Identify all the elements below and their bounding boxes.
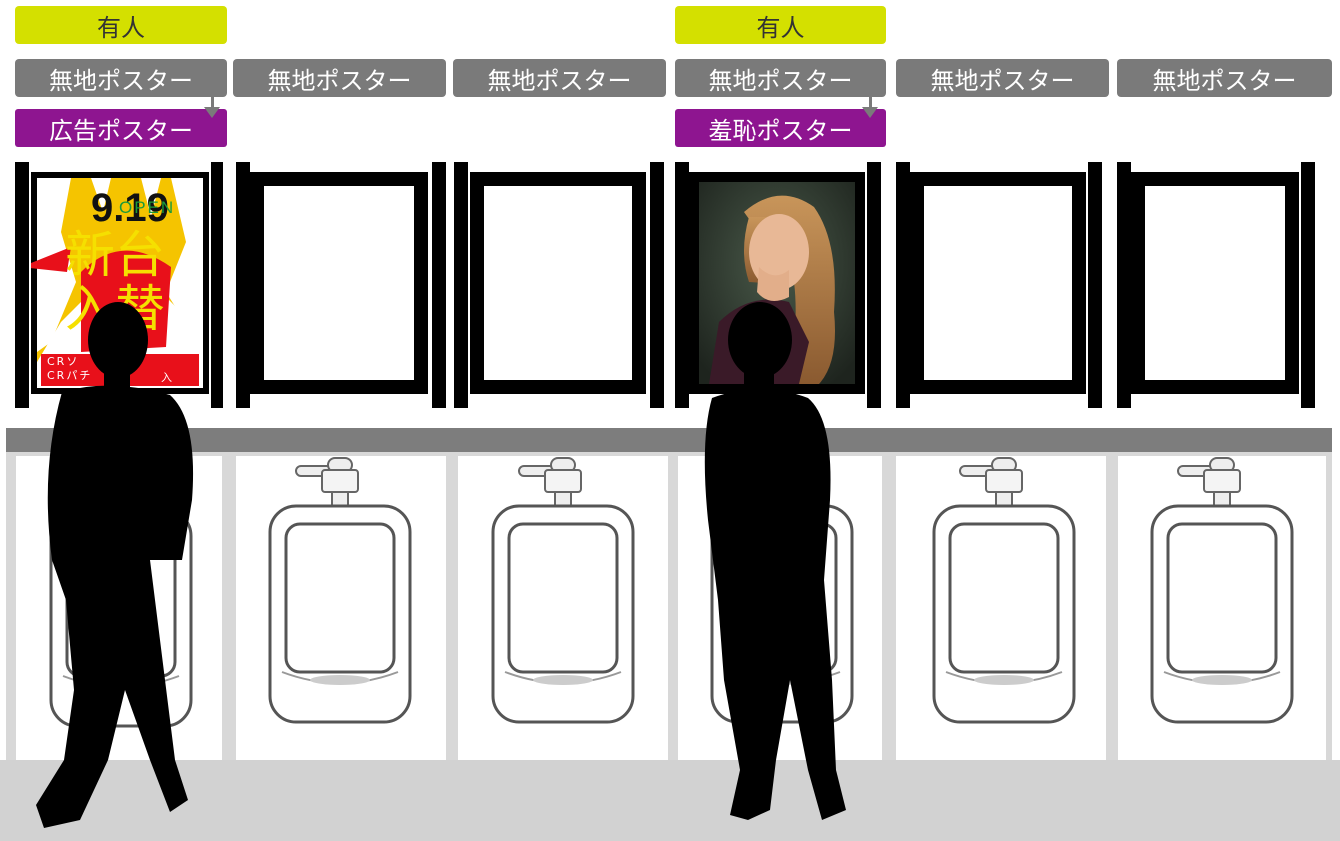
ad-open: OPEN <box>119 198 176 217</box>
change-arrow-icon-1 <box>204 107 220 118</box>
frame-post <box>1117 162 1131 408</box>
ad-footer-line-2: CRパチ <box>47 369 93 382</box>
change-arrow-stem-4 <box>869 97 872 107</box>
frame-post <box>211 162 223 408</box>
plain-poster-label-2: 無地ポスター <box>233 59 446 97</box>
plain-poster-label-1: 無地ポスター <box>15 59 227 97</box>
ad-footer: CRソ CRパチ <box>47 355 92 383</box>
shame-poster-label: 羞恥ポスター <box>675 109 886 147</box>
floor <box>0 760 1340 841</box>
blank-poster-5 <box>910 172 1086 394</box>
plain-poster-label-4: 無地ポスター <box>675 59 886 97</box>
ad-footer-line-1: CRソ <box>47 355 80 368</box>
ad-headline-1: 新台 <box>65 226 165 284</box>
plain-poster-label-5: 無地ポスター <box>896 59 1109 97</box>
frame-post <box>432 162 446 408</box>
frame-post <box>454 162 468 408</box>
plain-poster-label-6: 無地ポスター <box>1117 59 1332 97</box>
change-arrow-icon-4 <box>862 107 878 118</box>
poster-frame-1: 9.19 OPEN 新台 入替 CRソ CRパチ 入 <box>15 162 227 408</box>
frame-post <box>1301 162 1315 408</box>
person-silhouette-1 <box>36 302 194 828</box>
blank-poster-2 <box>250 172 428 394</box>
counter-shelf <box>6 428 1332 452</box>
frame-post <box>675 162 689 408</box>
frame-post <box>650 162 664 408</box>
blank-poster-3 <box>470 172 646 394</box>
poster-frame-2 <box>236 162 446 408</box>
change-arrow-stem-1 <box>211 97 214 107</box>
occupied-label-4: 有人 <box>675 6 886 44</box>
poster-frame-3 <box>454 162 666 408</box>
urinal-3 <box>491 456 635 724</box>
blank-poster-6 <box>1131 172 1299 394</box>
frame-post <box>867 162 881 408</box>
urinal-6 <box>1150 456 1294 724</box>
plain-poster-label-3: 無地ポスター <box>453 59 666 97</box>
frame-post <box>15 162 29 408</box>
ad-footer-suffix: 入 <box>161 371 172 384</box>
wall <box>6 452 1332 772</box>
occupied-label-1: 有人 <box>15 6 227 44</box>
person-silhouette-2 <box>704 302 846 820</box>
frame-post <box>1088 162 1102 408</box>
ad-poster: 9.19 OPEN 新台 入替 CRソ CRパチ 入 <box>31 172 209 394</box>
urinal-5 <box>932 456 1076 724</box>
ad-date: 9.19 <box>91 186 169 230</box>
poster-frame-6 <box>1117 162 1332 408</box>
frame-post <box>896 162 910 408</box>
ad-poster-label: 広告ポスター <box>15 109 227 147</box>
frame-post <box>236 162 250 408</box>
poster-frame-5 <box>896 162 1109 408</box>
urinal-2 <box>268 456 412 724</box>
